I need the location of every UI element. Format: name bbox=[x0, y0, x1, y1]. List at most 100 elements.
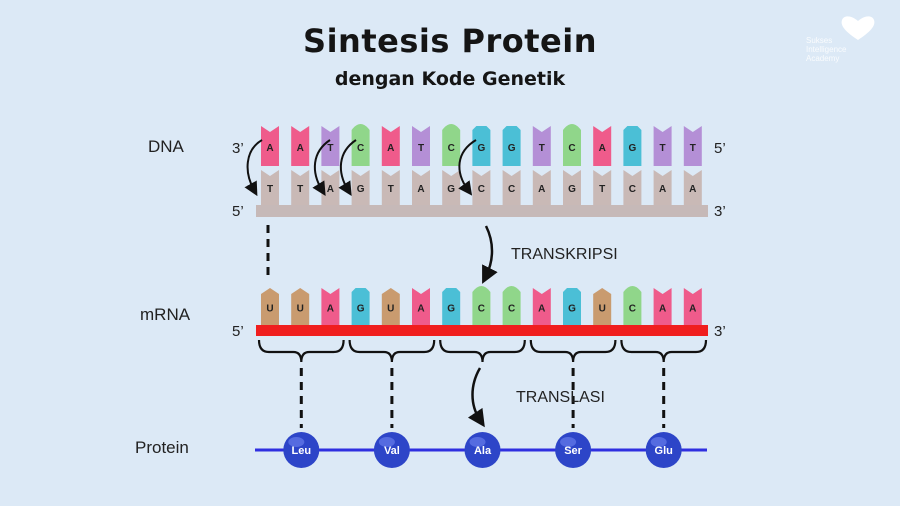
dna-top-base-1: A bbox=[261, 126, 279, 166]
mrna-base-7: G bbox=[442, 288, 461, 325]
dna-top-left-end: 3’ bbox=[232, 140, 244, 157]
dna-template-base-13-shape bbox=[623, 170, 642, 205]
mrna-left-end: 5’ bbox=[232, 323, 244, 340]
dna-top-base-10-letter: T bbox=[539, 143, 545, 154]
mrna-base-11-letter: G bbox=[568, 304, 576, 315]
dna-template-base-14-letter: A bbox=[659, 184, 666, 195]
dna-template-base-13: C bbox=[623, 170, 642, 205]
dna-top-base-1-shape bbox=[261, 126, 279, 166]
dna-top-base-11-letter: C bbox=[568, 143, 575, 154]
dna-template-base-3-shape bbox=[321, 170, 340, 205]
dna-template-base-12-letter: T bbox=[599, 184, 605, 195]
dna-template-base-6-shape bbox=[412, 170, 430, 205]
dna-top-base-1-letter: A bbox=[266, 143, 273, 154]
mrna-base-7-shape bbox=[442, 288, 461, 325]
mrna-base-13: C bbox=[623, 286, 642, 325]
dna-template-base-5: T bbox=[381, 170, 400, 205]
mrna-base-5: U bbox=[381, 288, 400, 325]
dna-template-base-3: A bbox=[321, 170, 340, 205]
mrna-base-4-shape bbox=[351, 288, 370, 325]
amino-acid-3: Ala bbox=[464, 432, 501, 468]
transkripsi-label: TRANSKRIPSI bbox=[511, 246, 618, 263]
dna-backbone bbox=[256, 205, 708, 217]
mrna-base-12-letter: U bbox=[599, 304, 606, 315]
pairing-arrow-4 bbox=[458, 139, 477, 196]
dna-top-base-14: T bbox=[653, 126, 672, 166]
codon-brace-4 bbox=[529, 339, 617, 363]
mrna-base-10-letter: A bbox=[538, 304, 545, 315]
dna-template-base-2-shape bbox=[291, 170, 310, 205]
dna-template-base-10-shape bbox=[532, 170, 551, 205]
dna-top-base-13-shape bbox=[623, 126, 642, 166]
mrna-base-11: G bbox=[563, 288, 581, 325]
dna-template-base-13-letter: C bbox=[629, 184, 636, 195]
mrna-backbone bbox=[256, 325, 708, 336]
mrna-base-3: A bbox=[321, 288, 340, 325]
mrna-base-11-shape bbox=[563, 288, 581, 325]
codon-dashed-links bbox=[299, 368, 666, 428]
dna-top-base-3-letter: T bbox=[327, 143, 333, 154]
dna-template-base-8-letter: C bbox=[478, 184, 485, 195]
dna-top-base-5-shape bbox=[381, 126, 400, 166]
mrna-base-2: U bbox=[291, 288, 310, 325]
amino-acid-5-highlight bbox=[650, 437, 667, 447]
dna-top-base-2-shape bbox=[291, 126, 310, 166]
pairing-arrow-3 bbox=[338, 139, 357, 196]
mrna-base-7-letter: G bbox=[447, 304, 455, 315]
dna-top-base-9: G bbox=[502, 126, 521, 166]
dna-bottom-right-end: 3’ bbox=[714, 203, 726, 220]
mrna-base-12-shape bbox=[593, 288, 612, 325]
codon-brace-2 bbox=[348, 339, 436, 363]
pairing-arrow-2 bbox=[312, 139, 331, 196]
dna-template-base-7: G bbox=[442, 170, 461, 205]
dna-top-base-9-shape bbox=[502, 126, 521, 166]
dna-template-base-15-shape bbox=[683, 170, 702, 205]
pairing-arrow-1 bbox=[244, 139, 263, 197]
dna-top-base-3: T bbox=[321, 126, 340, 166]
mrna-base-5-letter: U bbox=[387, 304, 394, 315]
dna-template-base-6-letter: A bbox=[417, 184, 424, 195]
dna-template-base-4-shape bbox=[351, 170, 370, 205]
mrna-base-1-letter: U bbox=[266, 304, 273, 315]
mrna-base-8-shape bbox=[472, 286, 491, 325]
brand-text-line3: Academy bbox=[806, 54, 840, 63]
mrna-base-12: U bbox=[593, 288, 612, 325]
mrna-base-6: A bbox=[412, 288, 430, 325]
dna-template-base-5-shape bbox=[381, 170, 400, 205]
mrna-right-end: 3’ bbox=[714, 323, 726, 340]
brand-text-line2: Intelligence bbox=[806, 45, 847, 54]
dna-template-base-8: C bbox=[472, 170, 491, 205]
mrna-base-14-shape bbox=[653, 288, 672, 325]
dna-template-base-12: T bbox=[593, 170, 612, 205]
mrna-base-14-letter: A bbox=[659, 304, 666, 315]
mrna-base-15-shape bbox=[683, 288, 702, 325]
dna-template-base-1-shape bbox=[261, 170, 279, 205]
mrna-base-10-shape bbox=[532, 288, 551, 325]
dna-top-base-4-letter: C bbox=[357, 143, 364, 154]
dna-template-base-2: T bbox=[291, 170, 310, 205]
dna-top-base-15-shape bbox=[683, 126, 702, 166]
label-dna: DNA bbox=[148, 137, 185, 156]
mrna-base-9-letter: C bbox=[508, 304, 515, 315]
page-subtitle: dengan Kode Genetik bbox=[334, 68, 566, 90]
codon-brace-1 bbox=[257, 339, 345, 363]
page-title: Sintesis Protein bbox=[303, 22, 597, 60]
heart-icon bbox=[841, 16, 875, 40]
amino-acid-3-highlight bbox=[469, 437, 486, 447]
dna-top-base-4-shape bbox=[351, 124, 370, 166]
amino-acid-4-label: Ser bbox=[564, 445, 582, 457]
dna-top-base-11-shape bbox=[563, 124, 581, 166]
dna-top-base-12-shape bbox=[593, 126, 612, 166]
dna-top-base-9-letter: G bbox=[508, 143, 516, 154]
amino-acid-2: Val bbox=[373, 432, 410, 468]
dna-top-base-5-letter: A bbox=[387, 143, 394, 154]
dna-template-base-7-shape bbox=[442, 170, 461, 205]
mrna-base-2-letter: U bbox=[297, 304, 304, 315]
mrna-base-5-shape bbox=[381, 288, 400, 325]
dna-top-base-7: C bbox=[442, 124, 461, 166]
dna-template-base-9-shape bbox=[502, 170, 521, 205]
dna-template-base-11: G bbox=[563, 170, 581, 205]
dna-template-base-15: A bbox=[683, 170, 702, 205]
mrna-base-9: C bbox=[502, 286, 521, 325]
